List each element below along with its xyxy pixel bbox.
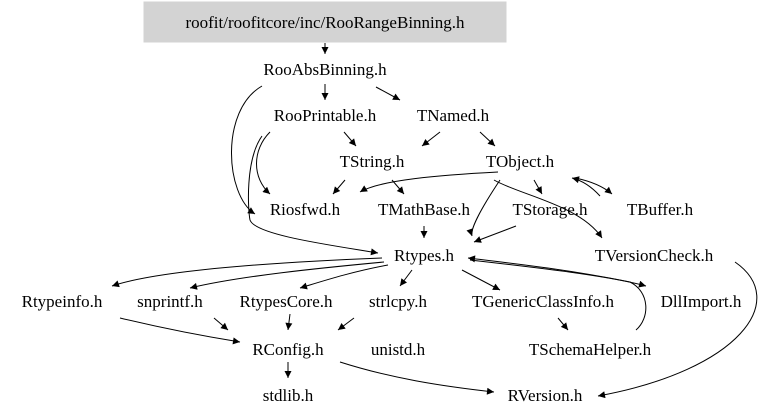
edge-strlcpy-rconfig [337,317,355,331]
node-tmathbase: TMathBase.h [378,200,471,219]
edge-tobject-tbuffer [574,177,613,195]
node-rtypeinfo: Rtypeinfo.h [22,292,103,311]
edge-tobject-riosfwd [359,171,499,193]
edge-rtypes-rtypescore [299,264,389,290]
node-rconfig: RConfig.h [252,340,324,359]
edge-tgenericclassinfo-tschemahelper [557,317,569,331]
edge-tobject-tstorage [533,179,543,195]
edge-tstorage-rtypes [473,225,517,243]
edge-rooprintable-rtypes [247,135,379,256]
edge-rtypes-rtypeinfo [111,257,383,288]
edge-tobject-rtypes [466,179,501,237]
edge-rooprintable-riosfwd [256,131,271,195]
edge-tstring-riosfwd [332,179,346,195]
node-tstring: TString.h [340,152,405,171]
node-rtypes: Rtypes.h [394,246,454,265]
node-tschemahelper: TSchemaHelper.h [529,340,652,359]
edge-snprintf-rconfig [213,317,229,331]
edge-rtypeinfo-rconfig [119,317,241,345]
node-rversion: RVersion.h [508,386,583,405]
node-root: roofit/roofitcore/inc/RooRangeBinning.h [185,13,465,32]
node-rooabsbinning: RooAbsBinning.h [263,60,387,79]
nodes: roofit/roofitcore/inc/RooRangeBinning.h … [22,1,742,405]
root-node-box [143,1,507,43]
edge-tnamed-tobject [479,131,496,147]
node-tgenericclassinfo: TGenericClassInfo.h [472,292,615,311]
edge-tbuffer-tobject [571,176,601,197]
edge-tobject-tversioncheck [493,179,603,239]
edge-rtypescore-rconfig [285,313,293,331]
node-rtypescore: RtypesCore.h [239,292,333,311]
edge-rtypes-snprintf [189,261,385,290]
node-tnamed: TNamed.h [417,106,490,125]
node-tversioncheck: TVersionCheck.h [595,246,714,265]
edge-tversioncheck-rversion [597,261,758,399]
node-tobject: TObject.h [486,152,555,171]
edge-rooabsbinning-tnamed [375,86,401,101]
edge-rooprintable-tstring [343,131,357,147]
node-rooprintable: RooPrintable.h [274,106,377,125]
edge-rtypes-strlcpy [399,269,413,287]
edge-rooabsbinning-rtypes [231,85,263,215]
node-stdlib: stdlib.h [263,386,314,405]
node-snprintf: snprintf.h [137,292,203,311]
edge-dllimport-rtypes [467,255,647,331]
edge-rtypes-tgenericclassinfo [461,269,501,291]
edges [111,43,758,399]
node-strlcpy: strlcpy.h [369,292,427,311]
node-unistd: unistd.h [371,340,426,359]
node-tbuffer: TBuffer.h [627,200,694,219]
edge-tnamed-tstring [421,131,441,147]
node-dllimport: DllImport.h [661,292,742,311]
node-riosfwd: Riosfwd.h [270,200,341,219]
node-tstorage: TStorage.h [512,200,588,219]
edge-rconfig-rversion [339,361,495,395]
